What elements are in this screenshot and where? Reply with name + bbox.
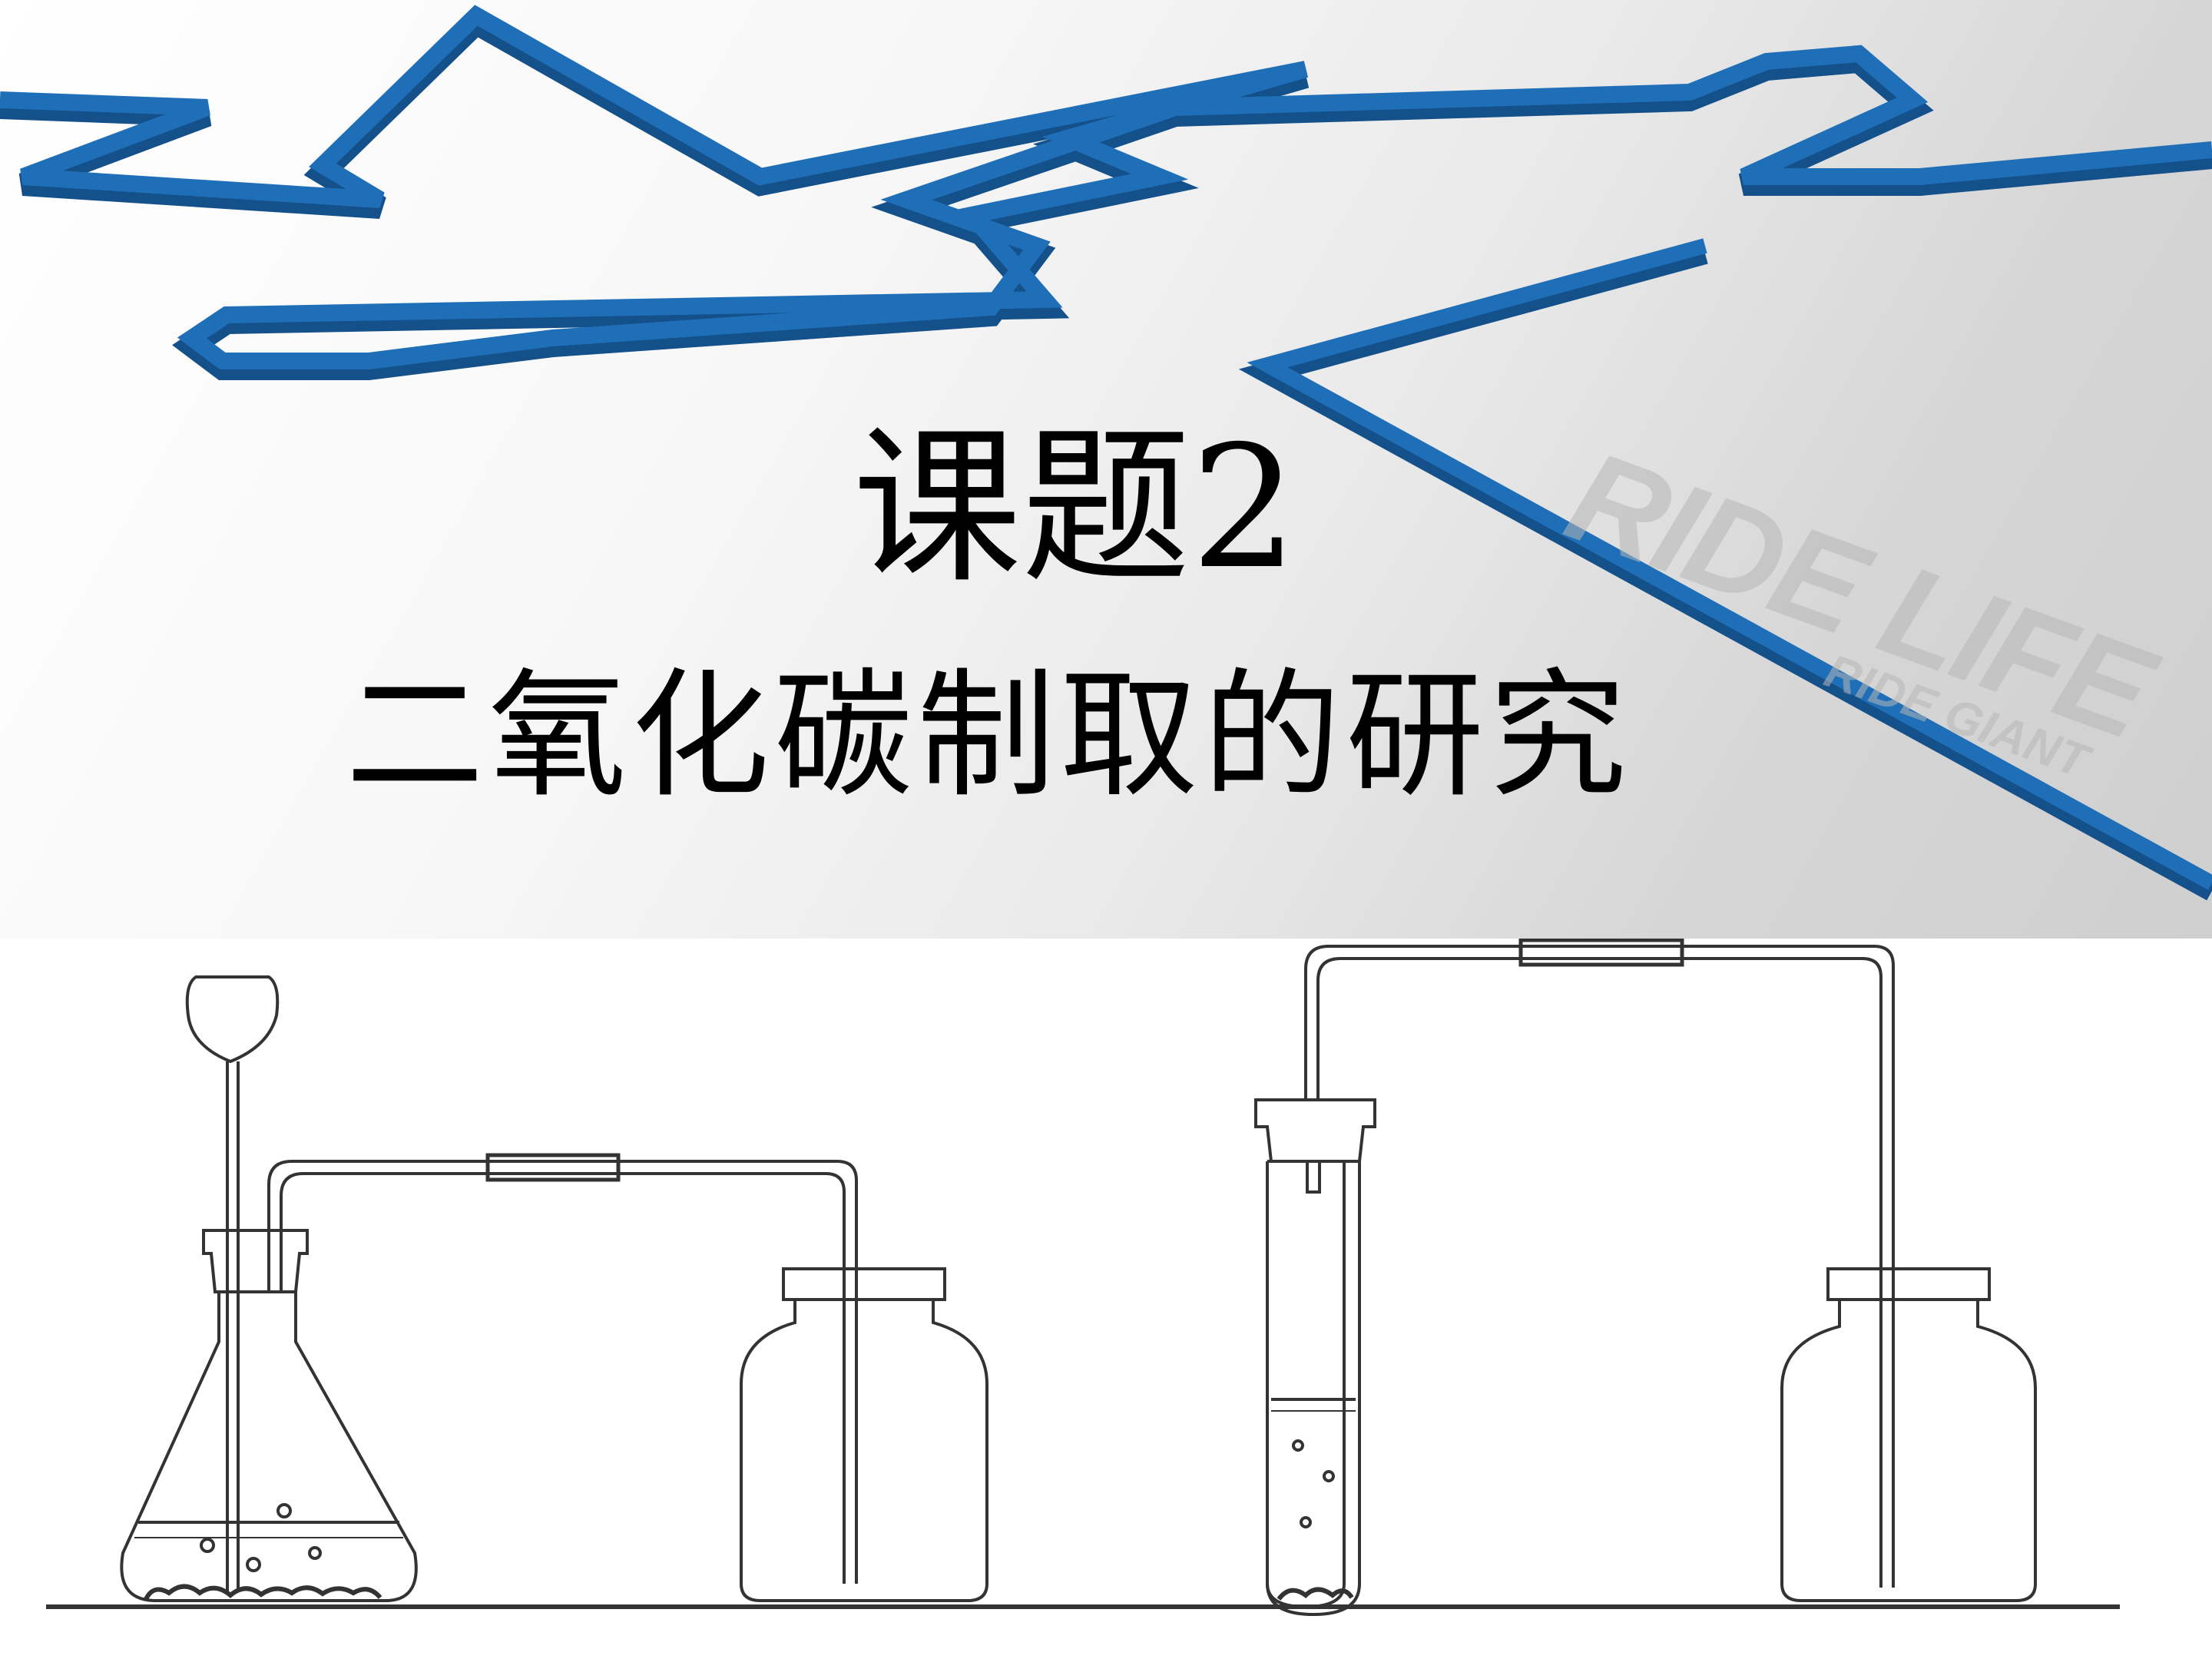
slide-title-lesson-number: 课题2 bbox=[853, 409, 1298, 606]
test-tube-apparatus bbox=[1254, 939, 1895, 1617]
lab-apparatus-illustration bbox=[46, 939, 2120, 1617]
blue-ribbon-decoration bbox=[0, 5, 2212, 901]
conical-flask-apparatus bbox=[120, 975, 858, 1602]
slide-title-topic: 二氧化碳制取的研究 bbox=[346, 656, 1632, 816]
header-banner: RIDE LIFE RIDE GIANT 课题2 二氧化碳制取的研究 bbox=[0, 0, 2212, 939]
gas-collecting-bottle-1 bbox=[740, 1267, 988, 1602]
gas-collecting-bottle-2 bbox=[1780, 1267, 2037, 1602]
